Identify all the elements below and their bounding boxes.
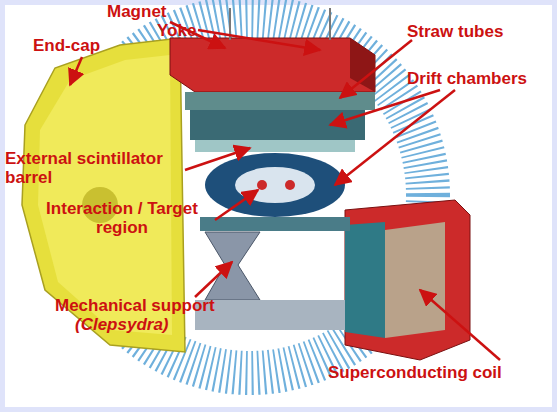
clepsydra-support bbox=[205, 232, 260, 300]
coil-inner bbox=[345, 222, 385, 338]
yoke-side bbox=[350, 38, 375, 92]
part-label: Superconducting coil bbox=[328, 363, 556, 382]
target bbox=[257, 180, 267, 190]
straw-layer bbox=[185, 92, 375, 110]
part-label: Interaction / Target region bbox=[22, 199, 222, 237]
leader-line bbox=[335, 90, 455, 185]
scintillator-barrel bbox=[195, 140, 355, 152]
part-label: Straw tubes bbox=[407, 22, 547, 41]
drift-chamber-outer bbox=[190, 110, 365, 140]
coil-section bbox=[385, 222, 445, 338]
part-label: Yoke bbox=[157, 21, 217, 40]
rod bbox=[329, 8, 331, 40]
leader-line bbox=[420, 290, 500, 360]
part-label: External scintillator barrel bbox=[5, 149, 193, 187]
part-label: (Clepsydra) bbox=[75, 315, 195, 334]
part-label: Magnet bbox=[107, 2, 197, 21]
frame bbox=[5, 5, 552, 407]
support-base bbox=[195, 300, 345, 330]
part-label: End-cap bbox=[33, 36, 123, 55]
yoke bbox=[170, 38, 375, 92]
target bbox=[285, 180, 295, 190]
part-label: Drift chambers bbox=[407, 69, 555, 88]
leader-line bbox=[185, 148, 250, 170]
leader-line bbox=[330, 90, 440, 125]
leader-line bbox=[215, 190, 258, 220]
leader-line bbox=[195, 262, 232, 297]
drift-chamber-lower bbox=[200, 217, 350, 231]
end-cap-face bbox=[38, 55, 172, 335]
leader-line bbox=[198, 30, 320, 50]
drift-chamber-inner bbox=[205, 153, 345, 217]
leader-line bbox=[340, 40, 412, 98]
leader-line bbox=[70, 57, 82, 85]
yoke-lower bbox=[345, 200, 470, 360]
part-label: Mechanical support bbox=[55, 296, 255, 315]
